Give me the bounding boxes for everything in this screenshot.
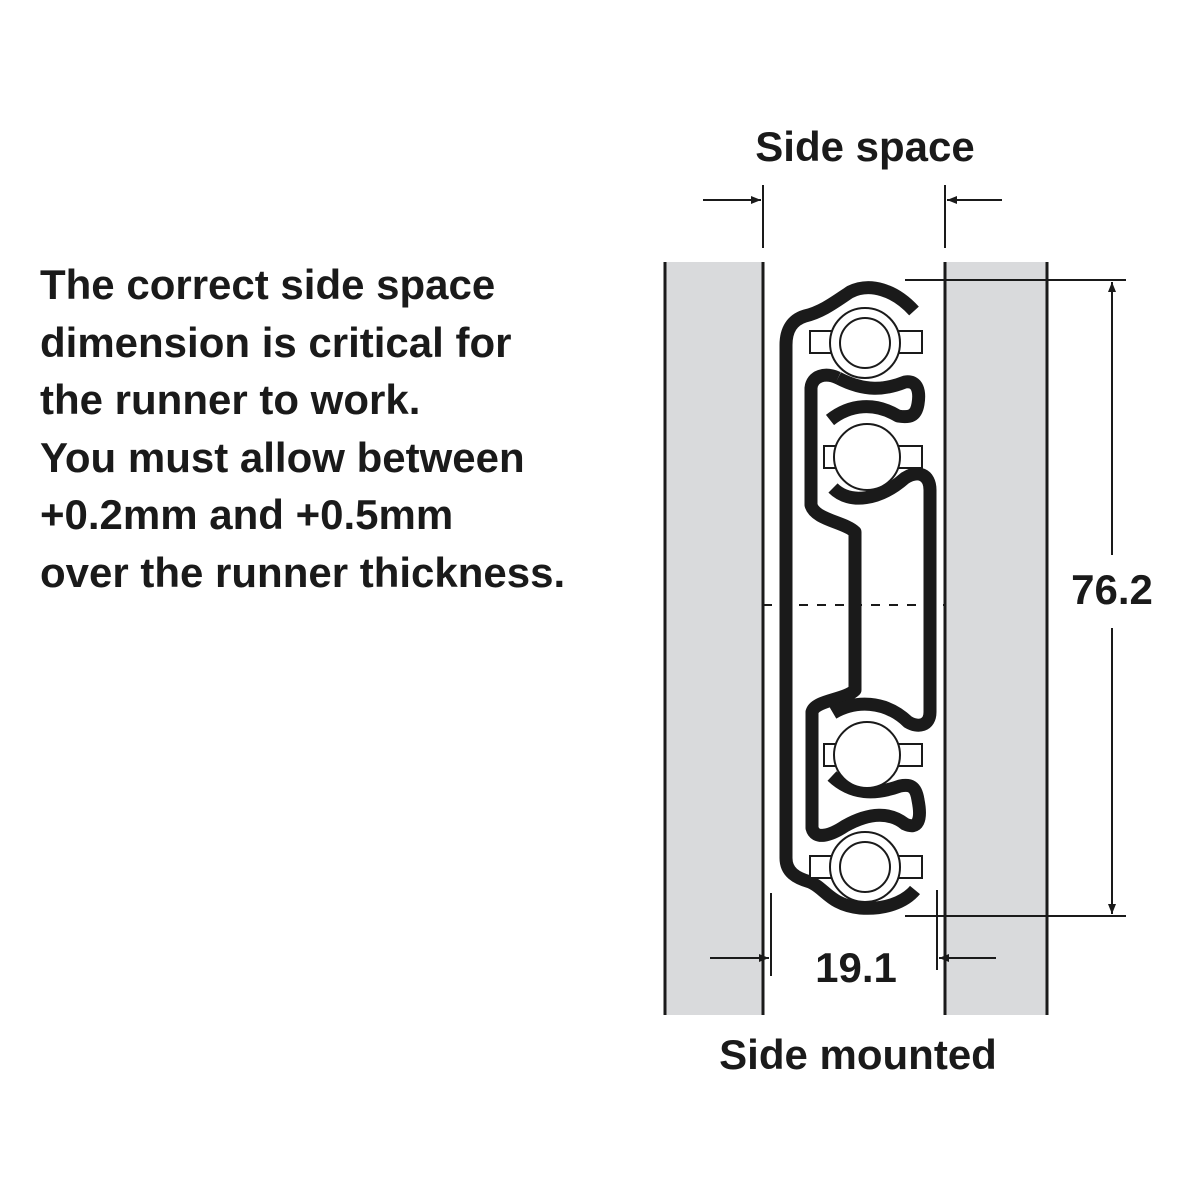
- ball-bearing: [809, 831, 923, 903]
- runner-profile: [779, 281, 937, 915]
- height-dimension-value: 76.2: [1071, 566, 1153, 613]
- instruction-line: dimension is critical for: [40, 318, 512, 366]
- instruction-line: The correct side space: [40, 261, 496, 308]
- instruction-line: You must allow between: [40, 433, 525, 481]
- side-mounted-label: Side mounted: [719, 1031, 997, 1078]
- width-dimension: [710, 890, 996, 976]
- side-space-instructions: The correct side space dimension is crit…: [40, 256, 565, 601]
- height-dimension: [905, 279, 1126, 917]
- ball-bearing: [823, 721, 923, 789]
- side-space-label: Side space: [755, 123, 974, 170]
- width-dimension-value: 19.1: [815, 944, 897, 991]
- side-space-dimension: [703, 185, 1002, 248]
- instruction-line: over the runner thickness.: [40, 548, 566, 596]
- cabinet-side-panel: [663, 262, 765, 1015]
- ball-bearing: [809, 307, 923, 379]
- drawer-side-panel: [943, 262, 1049, 1015]
- instruction-line: the runner to work.: [40, 376, 421, 423]
- instruction-line: +0.2mm and +0.5mm: [40, 491, 454, 538]
- ball-bearing: [823, 423, 923, 491]
